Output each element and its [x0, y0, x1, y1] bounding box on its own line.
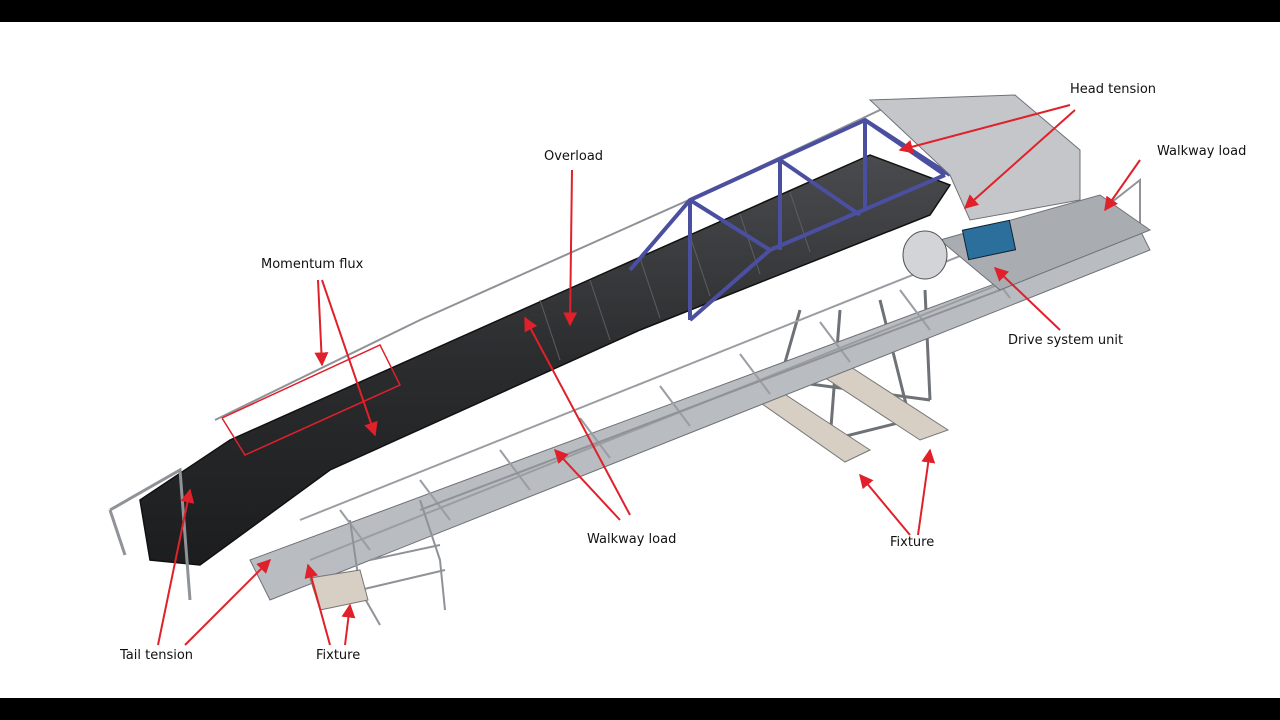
- diagram-canvas: Head tension Walkway load Overload Momen…: [0, 22, 1280, 698]
- tail-tension-label: Tail tension: [120, 648, 194, 663]
- fixture-right-label: Fixture: [890, 535, 935, 550]
- callout-arrows: [157, 104, 1141, 646]
- momentum-flux-bracket: [221, 344, 402, 456]
- stair-tower: [349, 499, 446, 626]
- drive-system-unit-label: Drive system unit: [1008, 333, 1124, 348]
- tail-frame: [108, 467, 192, 601]
- fixture-left-label: Fixture: [316, 648, 361, 663]
- overload-label: Overload: [544, 149, 604, 164]
- head-platform: [938, 194, 1152, 291]
- head-tension-label: Head tension: [1070, 82, 1157, 97]
- walkway-load-center-label: Walkway load: [587, 532, 677, 547]
- drive-motor: [961, 219, 1017, 261]
- momentum-flux-label: Momentum flux: [261, 257, 364, 272]
- bottom-letterbox-bar: [0, 698, 1280, 720]
- top-letterbox-bar: [0, 0, 1280, 22]
- walkway-load-right-label: Walkway load: [1157, 144, 1247, 159]
- drive-pulley: [902, 230, 948, 280]
- belt-idler-lines: [539, 191, 811, 361]
- head-chute: [868, 94, 1081, 221]
- conveyor-illustration: [108, 94, 1152, 646]
- conveyor-belt: [139, 154, 952, 566]
